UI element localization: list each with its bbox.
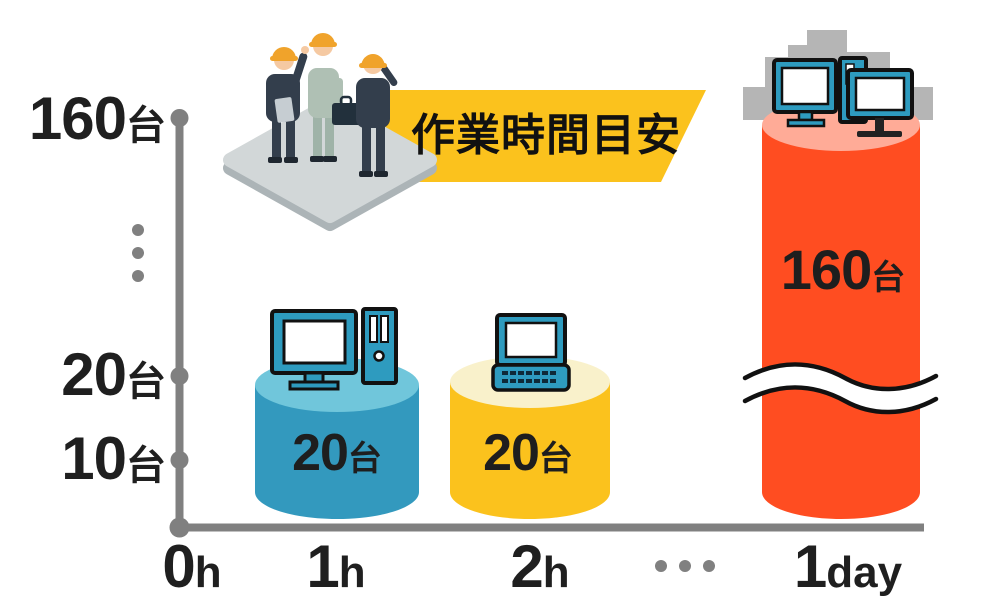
x-axis-ellipsis — [655, 560, 715, 572]
axis-origin-dot — [169, 517, 190, 538]
label-num: 20 — [292, 424, 349, 482]
y-axis-label-10: 10台 — [0, 429, 166, 489]
x-axis-label-2h: 2h — [455, 537, 625, 597]
label-unit: 台 — [126, 360, 166, 404]
bar-1h-value-label: 20台 — [237, 427, 437, 479]
label-num: 20 — [61, 341, 127, 408]
laptop-keyboard-keys — [502, 371, 556, 383]
label-unit: h — [338, 548, 366, 597]
x-axis-label-1h: 1h — [251, 537, 421, 597]
label-num: 20 — [483, 424, 540, 482]
ellipsis-dot — [703, 560, 715, 572]
x-axis-label-0h: 0h — [107, 537, 277, 597]
label-num: 0 — [162, 533, 195, 598]
worker-left-icon — [266, 46, 309, 163]
desktop-pc-icon — [270, 307, 398, 391]
label-unit: 台 — [538, 440, 573, 478]
ellipsis-dot — [132, 224, 144, 236]
label-num: 160 — [28, 85, 127, 152]
axis-break-wave — [742, 362, 939, 415]
label-unit: 台 — [347, 440, 382, 478]
ellipsis-dot — [655, 560, 667, 572]
label-num: 1 — [793, 533, 827, 598]
y-axis-label-160: 160台 — [0, 89, 166, 149]
bar-1h-body — [255, 385, 419, 519]
banner-title: 作業時間目安 — [411, 111, 681, 160]
label-unit: h — [542, 548, 570, 597]
ellipsis-dot — [132, 270, 144, 282]
ellipsis-dot — [132, 247, 144, 259]
label-unit: h — [194, 548, 222, 597]
label-unit: 台 — [871, 259, 906, 297]
label-num: 2 — [510, 533, 543, 598]
worker-right-icon — [356, 54, 398, 177]
pc-cluster-icon — [772, 56, 914, 137]
x-axis-label-1day: 1day — [763, 537, 933, 597]
construction-workers-illustration — [223, 33, 437, 231]
label-unit: 台 — [126, 104, 166, 148]
worker-middle-icon — [308, 33, 362, 162]
y-axis-label-20: 20台 — [0, 345, 166, 405]
label-unit: 台 — [126, 444, 166, 488]
label-unit: day — [826, 548, 903, 597]
tick-10-dot — [170, 451, 189, 469]
laptop-icon — [491, 313, 571, 392]
label-num: 160 — [780, 238, 872, 301]
bar-1day-cylinder — [762, 99, 920, 519]
label-num: 10 — [61, 425, 127, 492]
bar-1day-body — [762, 125, 920, 519]
ellipsis-dot — [679, 560, 691, 572]
bar-2h-value-label: 20台 — [428, 427, 628, 479]
tick-160-dot — [170, 109, 189, 127]
tick-20-dot — [170, 367, 189, 385]
bar-2h-body — [450, 382, 610, 519]
bar-1day-value-label: 160台 — [743, 242, 943, 298]
y-axis-ellipsis — [132, 224, 144, 282]
label-num: 1 — [306, 533, 339, 598]
axes — [169, 109, 924, 538]
